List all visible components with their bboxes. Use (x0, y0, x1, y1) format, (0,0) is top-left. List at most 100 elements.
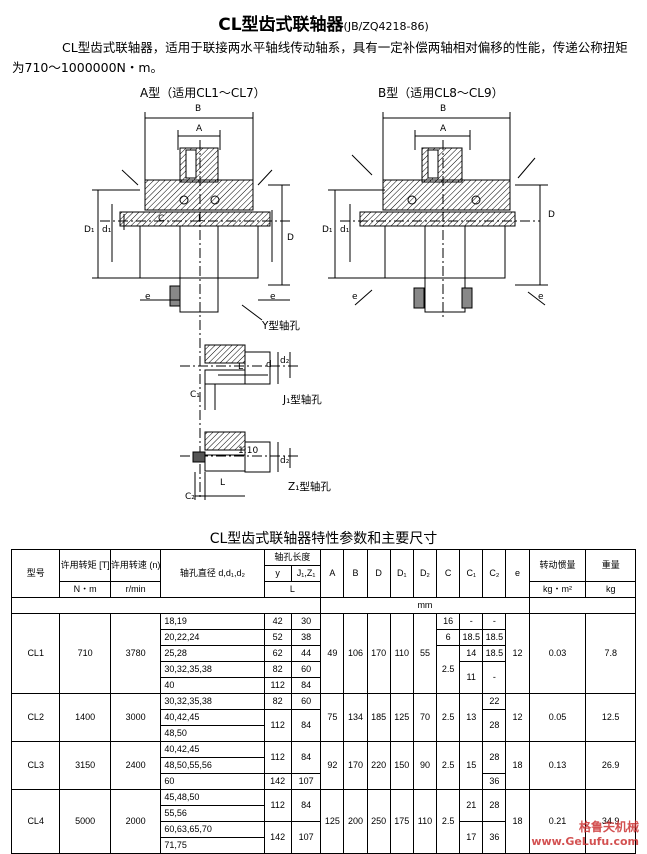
table-cell: 18.5 (482, 629, 507, 646)
table-cell: 75 (320, 693, 345, 742)
table-cell: 21 (459, 789, 484, 822)
dim-d1s-b: d₁ (340, 225, 350, 235)
table-cell: 18.5 (482, 645, 507, 662)
table-row: 20,22,24 52 38 6 18.5 18.5 (12, 629, 636, 646)
table-cell: 28 (482, 709, 507, 742)
dim-b-a: B (195, 104, 202, 114)
table-cell: 7.8 (585, 613, 636, 694)
table-row: CL1 710 3780 18,19 42 30 49 106 170 110 … (10, 613, 636, 694)
table-cell: 170 (343, 741, 368, 790)
table-cell: 200 (343, 789, 368, 854)
header-row-1: 型号 许用转矩 [T] 许用转速 (n) 轴孔直径 d,d₁,d₂ 轴孔长度 A… (10, 549, 636, 598)
header-row-3: N・m r/min L kg・m² kg (12, 581, 636, 598)
dim-a-b: A (440, 124, 447, 134)
dim-d1-a: D₁ (84, 225, 95, 235)
table-cell: 0.03 (528, 613, 587, 694)
table-cell: 1400 (59, 693, 111, 742)
table-cell: 52 (263, 629, 292, 646)
table-cell: 17 (459, 821, 484, 854)
th-y: y (263, 565, 292, 582)
th-length: 轴孔长度 (263, 549, 322, 566)
dim-d1-b: D₁ (322, 225, 333, 235)
table-cell: 125 (389, 693, 414, 742)
y-hole-label: Y型轴孔 (262, 320, 300, 332)
table-cell: 13 (459, 693, 484, 742)
table-cell: 16 (436, 613, 461, 630)
table-cell: 30 (290, 613, 322, 630)
dim-b-b: B (440, 104, 447, 114)
th-L: L (263, 581, 322, 598)
table-cell: 2400 (109, 741, 162, 790)
dim-c2-z1: C₂ (185, 492, 195, 502)
dim-D-a: D (287, 233, 294, 243)
table-cell: 38 (290, 629, 322, 646)
table-cell: 12 (505, 693, 530, 742)
dim-e2-a: e (270, 292, 276, 302)
coupling-drawings (92, 112, 548, 500)
table-cell: 90 (412, 741, 438, 790)
table-cell: 2.5 (436, 789, 461, 854)
th-B: B (343, 549, 368, 598)
dim-D-b: D (548, 210, 555, 220)
table-cell: 20,22,24 (160, 629, 265, 646)
table-cell: 55,56 (160, 805, 265, 822)
th-D: D (366, 549, 391, 598)
table-cell: 60,63,65,70 (160, 821, 265, 838)
table-cell: 42 (263, 613, 292, 630)
table-cell: 34.9 (585, 789, 636, 854)
table-cell: 110 (389, 613, 414, 694)
page-title: CL型齿式联轴器(JB/ZQ4218-86) (218, 15, 429, 35)
table-cell: 36 (482, 821, 507, 854)
table-cell: 84 (290, 677, 322, 694)
th-speed: 许用转速 (n) (109, 549, 162, 582)
table-cell: 84 (290, 741, 322, 774)
th-inertia: 转动惯量 (528, 549, 587, 582)
table-cell: 70 (412, 693, 438, 742)
table-cell: 48,50 (160, 725, 265, 742)
table-cell: 220 (366, 741, 391, 790)
dim-d2-z1: d₂ (280, 456, 290, 466)
table-cell: 185 (366, 693, 391, 742)
table-cell: - (459, 613, 484, 630)
th-A: A (320, 549, 345, 598)
th-jz: J₁,Z₁ (290, 565, 322, 582)
table-cell: 48,50,55,56 (160, 757, 265, 774)
dim-c-a: C (158, 214, 165, 224)
table-cell: 134 (343, 693, 368, 742)
table-cell: 71,75 (160, 837, 265, 854)
table-cell: 60 (160, 773, 265, 790)
th-weight: 重量 (585, 549, 636, 582)
dim-l-z1: L (220, 478, 226, 488)
table-cell: 40 (160, 677, 265, 694)
table-cell: 0.21 (528, 789, 587, 854)
table-cell: 12.5 (585, 693, 636, 742)
table-cell: 12 (505, 613, 530, 694)
type-b-drawing (328, 112, 548, 320)
dim-d-j1: d (266, 360, 272, 370)
table-cell (10, 597, 322, 614)
table-cell: 112 (263, 677, 292, 694)
th-bore: 轴孔直径 d,d₁,d₂ (160, 549, 265, 598)
table-cell: 28 (482, 741, 507, 774)
watermark-url: www.GeLufu.com (531, 835, 639, 848)
intro-paragraph: CL型齿式联轴器，适用于联接两水平轴线传动轴系，具有一定补偿两轴相对偏移的性能，… (12, 40, 628, 75)
table-cell: 60 (290, 661, 322, 678)
table-title: CL型齿式联轴器特性参数和主要尺寸 (209, 531, 438, 547)
table-cell: 36 (482, 773, 507, 790)
th-C: C (436, 549, 461, 598)
type-b-label: B型（适用CL8～CL9） (378, 86, 504, 100)
table-cell: 26.9 (585, 741, 636, 790)
standard-code: (JB/ZQ4218-86) (343, 20, 429, 33)
table-cell: 45,48,50 (160, 789, 265, 806)
table-cell: 142 (263, 821, 292, 854)
spec-table: 型号 许用转矩 [T] 许用转速 (n) 轴孔直径 d,d₁,d₂ 轴孔长度 A… (10, 549, 637, 854)
table-cell: 40,42,45 (160, 709, 265, 726)
table-cell: 18 (505, 741, 530, 790)
dim-l-j1: L (238, 362, 244, 372)
table-cell: 15 (459, 741, 484, 790)
th-C1: C₁ (459, 549, 484, 598)
table-cell: 3150 (59, 741, 111, 790)
table-cell: 710 (59, 613, 111, 694)
table-cell: 3000 (109, 693, 162, 742)
table-cell: 44 (290, 645, 322, 662)
